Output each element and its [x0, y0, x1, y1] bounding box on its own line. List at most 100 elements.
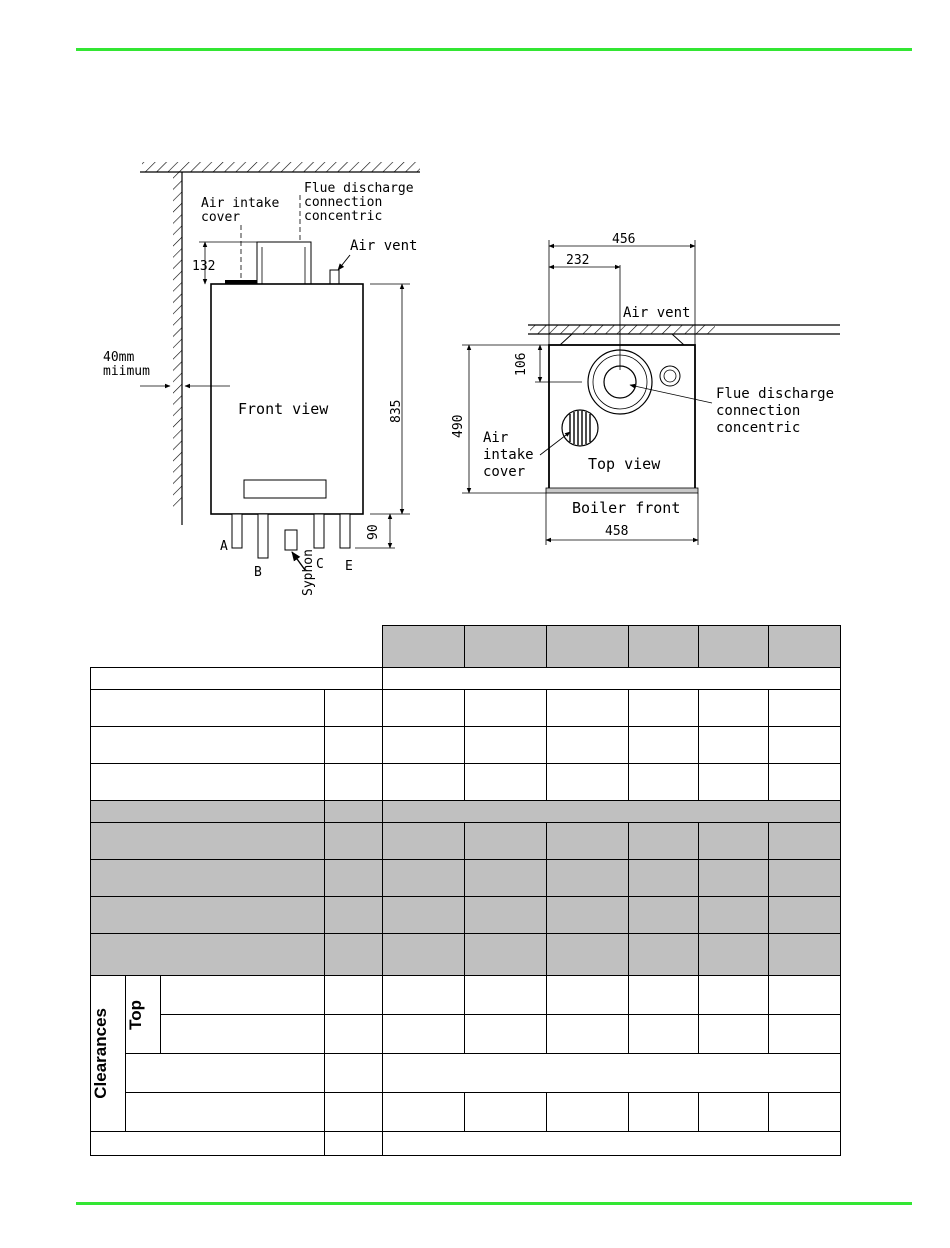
top-view: 456 232 Air vent 106 490 Flue discharge …	[451, 232, 840, 545]
table-cell	[382, 859, 465, 897]
top-intake-label-1: Air	[483, 430, 508, 446]
table-cell	[324, 1014, 383, 1054]
table-cell	[324, 763, 383, 801]
top-intake-grill	[561, 409, 599, 447]
table-cell	[768, 1092, 841, 1132]
table-cell	[464, 763, 547, 801]
table-cell	[382, 800, 841, 823]
table-row	[91, 1014, 841, 1054]
table-cell	[698, 822, 769, 860]
header-cell	[464, 625, 547, 668]
ceiling-hatch	[142, 162, 420, 172]
table-cell	[768, 933, 841, 976]
table-corner	[91, 626, 383, 668]
dim-490: 490	[451, 415, 466, 438]
table-row-shaded	[90, 822, 841, 860]
table-cell	[464, 975, 547, 1015]
dim-232: 232	[566, 253, 589, 268]
dim-835: 835	[389, 400, 404, 423]
table-cell	[546, 726, 629, 764]
table-row	[90, 667, 841, 690]
table-cell	[768, 689, 841, 727]
table-cell	[628, 1014, 699, 1054]
table-row	[90, 726, 841, 764]
table-cell	[464, 726, 547, 764]
wall-hatch	[173, 172, 182, 507]
table-cell	[464, 1014, 547, 1054]
table-cell	[546, 1014, 629, 1054]
table-cell	[324, 689, 383, 727]
top-cell: Top	[125, 975, 161, 1054]
table-cell	[90, 800, 325, 823]
pipe-a	[231, 513, 243, 549]
table-cell	[324, 800, 383, 823]
pipe-b-label: B	[254, 565, 262, 580]
table-cell	[698, 896, 769, 934]
top-flue-inner	[603, 365, 637, 399]
table-cell	[90, 1131, 325, 1156]
table-cell	[464, 896, 547, 934]
clearance-label-1: 40mm	[103, 350, 134, 365]
dim-458: 458	[605, 524, 628, 539]
table-cell	[324, 822, 383, 860]
pipe-b	[257, 513, 269, 559]
dimension-drawing: Air intake cover Flue discharge connecti…	[103, 162, 840, 596]
top-flue-label-3: concentric	[716, 420, 800, 436]
table-cell	[382, 1014, 465, 1054]
table-cell	[628, 763, 699, 801]
clearance-label-2: miimum	[103, 364, 150, 379]
table-cell	[546, 689, 629, 727]
front-flue-label-2: connection	[304, 195, 382, 210]
table-cell	[628, 689, 699, 727]
table-cell	[382, 1131, 841, 1156]
table-cell	[90, 689, 325, 727]
table-cell	[382, 1092, 465, 1132]
front-flue-label-1: Flue discharge	[304, 181, 414, 196]
table-cell	[628, 1092, 699, 1132]
pipe-c	[313, 513, 325, 549]
table-cell	[464, 933, 547, 976]
top-view-title: Top view	[588, 455, 661, 473]
table-cell	[324, 1092, 383, 1132]
table-cell	[768, 859, 841, 897]
pipe-e-label: E	[345, 559, 353, 574]
table-row	[91, 1053, 841, 1093]
table-cell	[698, 975, 769, 1015]
top-intake-label-2: intake	[483, 447, 534, 463]
top-intake-label-3: cover	[483, 464, 525, 480]
table-cell	[90, 763, 325, 801]
top-air-vent-label: Air vent	[623, 305, 690, 321]
table-cell	[382, 726, 465, 764]
header-cell	[768, 625, 841, 668]
table-cell	[324, 1131, 383, 1156]
table-row-shaded	[90, 859, 841, 897]
table-cell	[90, 859, 325, 897]
table-cell	[160, 1014, 325, 1054]
dim-90: 90	[366, 524, 381, 540]
table-cell	[546, 975, 629, 1015]
top-flue-label-1: Flue discharge	[716, 386, 834, 402]
table-cell	[382, 933, 465, 976]
syphon-shape	[284, 529, 298, 551]
table-cell	[464, 859, 547, 897]
air-vent-shape	[329, 269, 340, 285]
table-cell	[90, 933, 325, 976]
table-cell	[546, 763, 629, 801]
table-cell	[698, 689, 769, 727]
boiler-casing	[210, 283, 364, 515]
table-cell	[382, 1053, 841, 1093]
table-cell	[698, 859, 769, 897]
table-cell	[546, 896, 629, 934]
dim-456: 456	[612, 232, 635, 247]
table-cell	[546, 1092, 629, 1132]
table-cell	[768, 822, 841, 860]
table-cell	[546, 933, 629, 976]
table-row	[90, 763, 841, 801]
pipe-a-label: A	[220, 539, 228, 554]
table-cell	[464, 1092, 547, 1132]
top-flue-label-2: connection	[716, 403, 800, 419]
table-header-row	[91, 625, 841, 668]
table-cell	[628, 933, 699, 976]
table-cell	[125, 1092, 325, 1132]
table-cell	[464, 822, 547, 860]
